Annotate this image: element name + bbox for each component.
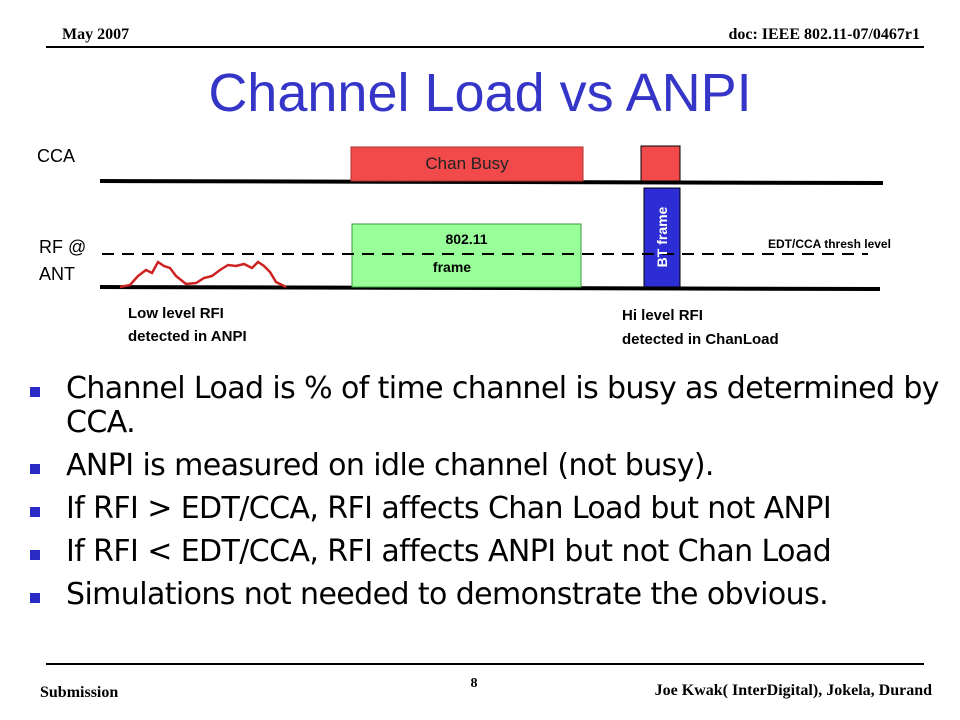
chan-busy-block: [350, 146, 584, 182]
low-rfi-line2: detected in ANPI: [128, 328, 247, 345]
bt-busy-block: [640, 145, 681, 182]
bullet-square-icon: [30, 387, 40, 397]
low-rfi-trace: [119, 260, 287, 289]
header-rule: [46, 46, 924, 48]
rf-baseline: [99, 285, 881, 291]
bullet-square-icon: [30, 550, 40, 560]
bullet-item: If RFI > EDT/CCA, RFI affects Chan Load …: [28, 492, 958, 526]
bullet-item: If RFI < EDT/CCA, RFI affects ANPI but n…: [28, 535, 958, 569]
bullet-square-icon: [30, 464, 40, 474]
rf-label-line2: ANT: [39, 264, 75, 284]
bullet-item: Simulations not needed to demonstrate th…: [28, 578, 958, 612]
bt-frame-label: BT frame: [654, 206, 670, 268]
bullet-list: Channel Load is % of time channel is bus…: [28, 372, 958, 621]
footer-submission: Submission: [40, 684, 119, 701]
bullet-square-icon: [30, 593, 40, 603]
header-date: May 2007: [62, 26, 130, 43]
cca-baseline: [99, 179, 884, 185]
rf-label-line1: RF @: [39, 237, 87, 257]
footer-authors: Joe Kwak( InterDigital), Jokela, Durand: [654, 682, 932, 699]
bullet-square-icon: [30, 507, 40, 517]
frame-label-line2: frame: [432, 259, 472, 275]
low-rfi-line1: Low level RFI: [128, 305, 224, 322]
bt-frame-block: [643, 187, 681, 288]
threshold-label: EDT/CCA thresh level: [768, 237, 891, 251]
frame-label-line1: 802.11: [445, 231, 488, 247]
header-doc-id: doc: IEEE 802.11-07/0467r1: [728, 26, 920, 43]
hi-rfi-line2: detected in ChanLoad: [622, 331, 779, 348]
frame-80211-block: [351, 223, 582, 288]
bullet-item: Channel Load is % of time channel is bus…: [28, 372, 958, 440]
hi-rfi-line1: Hi level RFI: [622, 307, 703, 324]
bullet-item: ANPI is measured on idle channel (not bu…: [28, 449, 958, 483]
footer-rule: [46, 663, 924, 665]
page-title: Channel Load vs ANPI: [208, 63, 752, 123]
chan-busy-label: Chan Busy: [425, 154, 509, 173]
cca-label: CCA: [37, 146, 76, 166]
page-number: 8: [470, 676, 478, 691]
diagram: [99, 145, 884, 291]
